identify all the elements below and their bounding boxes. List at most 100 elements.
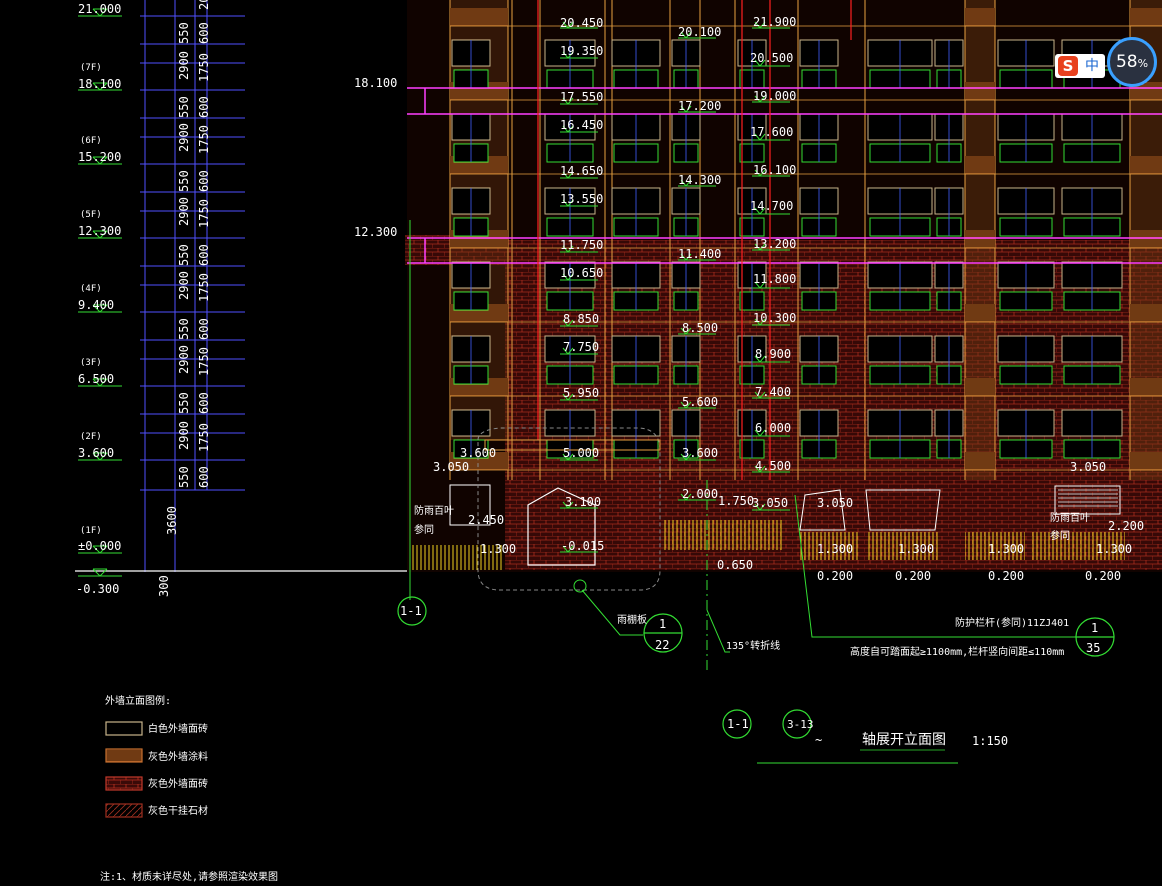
elevation-label: 3.050 xyxy=(433,460,470,474)
railing-note: 防护栏杆(参同)11ZJ401 xyxy=(955,618,1070,629)
legend-item: 灰色外墙面砖 xyxy=(148,779,208,790)
side-elevation: 18.100 xyxy=(354,76,398,90)
usage-percent: 58 xyxy=(1115,52,1138,72)
drawing-title: 轴展开立面图 xyxy=(862,732,946,748)
floor-elevation: 15.200 xyxy=(78,150,122,164)
floor-band xyxy=(450,8,508,26)
dim-text: 2900 xyxy=(177,345,191,374)
elevation-label: 11.800 xyxy=(753,272,797,286)
dim-text: 600 xyxy=(197,466,211,488)
dim-text: 2900 xyxy=(177,421,191,450)
elevation-marker xyxy=(560,319,598,327)
elevation-marker xyxy=(78,545,122,554)
elevation-label: 1.300 xyxy=(480,542,517,556)
elevation-label: 19.350 xyxy=(560,44,604,58)
floor-label: (2F) xyxy=(80,432,102,442)
elevation-label: 13.550 xyxy=(560,192,604,206)
cpu-usage-badge[interactable]: 58% xyxy=(1107,37,1157,87)
elevation-label: 11.400 xyxy=(678,247,722,261)
floor-label: (4F) xyxy=(80,284,102,294)
floor-label: (3F) xyxy=(80,358,102,368)
elevation-marker xyxy=(752,429,790,437)
elevation-marker xyxy=(560,273,598,281)
dim-text: 2900 xyxy=(177,123,191,152)
elevation-label: 3.050 xyxy=(752,496,789,510)
ime-lang-toggle[interactable]: 中 xyxy=(1085,58,1099,74)
elevation-marker xyxy=(752,503,790,511)
elevation-label: 8.850 xyxy=(563,312,600,326)
elevation-marker xyxy=(752,169,790,177)
elevation-label: 14.700 xyxy=(750,199,794,213)
louver-note: 防雨百叶 xyxy=(1050,513,1090,524)
floor-band xyxy=(965,8,995,26)
elevation-label: 4.500 xyxy=(755,459,792,473)
floor-band xyxy=(1130,8,1162,26)
elevation-label: 7.400 xyxy=(755,385,792,399)
dim-text: 550 xyxy=(177,96,191,118)
percent-sign: % xyxy=(1137,57,1149,70)
floor-band xyxy=(1130,452,1162,470)
elevation-marker xyxy=(78,304,122,313)
elevation-label: 7.750 xyxy=(563,340,600,354)
floor-band xyxy=(965,452,995,470)
dim-text: 550 xyxy=(177,244,191,266)
dim-text: 600 xyxy=(197,392,211,414)
dim-text: 300 xyxy=(157,575,171,597)
elevation-marker xyxy=(560,501,598,509)
elevation-marker xyxy=(678,327,716,335)
elevation-marker xyxy=(560,393,598,401)
floor-band xyxy=(965,378,995,396)
elevation-label: 5.000 xyxy=(563,446,600,460)
floor-label: (5F) xyxy=(80,210,102,220)
legend-note: 注:1、材质未详尽处,请参照渲染效果图 xyxy=(100,872,279,883)
elevation-label: -0.015 xyxy=(561,539,605,553)
legend-item: 白色外墙面砖 xyxy=(148,724,208,735)
elevation-marker xyxy=(78,452,122,461)
title-tilde: ~ xyxy=(815,733,823,747)
elevation-marker xyxy=(752,465,790,473)
elevation-marker xyxy=(560,171,598,179)
floor-band xyxy=(1130,304,1162,322)
floor-label: (6F) xyxy=(80,136,102,146)
elevation-marker xyxy=(560,347,598,355)
elevation-label: 14.650 xyxy=(560,164,604,178)
elevation-label: 16.450 xyxy=(560,118,604,132)
dim-text: 550 xyxy=(177,22,191,44)
elevation-label: 0.650 xyxy=(717,558,754,572)
elevation-marker xyxy=(752,133,790,141)
elevation-label: 2.450 xyxy=(468,513,505,527)
elevation-label: 5.950 xyxy=(563,386,600,400)
dim-text: 2900 xyxy=(177,51,191,80)
elevation-marker xyxy=(678,31,716,39)
dim-text: 1750 xyxy=(197,347,211,376)
elevation-marker xyxy=(560,125,598,133)
elevation-marker xyxy=(78,378,122,387)
elevation-label: 10.650 xyxy=(560,266,604,280)
ime-bar[interactable]: S 中 xyxy=(1055,54,1105,78)
side-elevation: 12.300 xyxy=(354,225,398,239)
elevation-marker xyxy=(78,82,122,91)
elevation-label: 11.750 xyxy=(560,238,604,252)
dim-text: 2900 xyxy=(177,271,191,300)
dim-text: 550 xyxy=(177,170,191,192)
floor-label: (7F) xyxy=(80,63,102,73)
elevation-marker xyxy=(752,207,790,215)
dim-text: 20 xyxy=(197,0,211,10)
floor-elevation: 12.300 xyxy=(78,224,122,238)
floor-elevation: 18.100 xyxy=(78,77,122,91)
floor-band xyxy=(1130,156,1162,174)
elevation-label: 0.200 xyxy=(895,569,932,583)
legend-item: 灰色干挂石材 xyxy=(148,806,208,817)
elevation-label: 5.600 xyxy=(682,395,719,409)
elevation-label: 21.900 xyxy=(753,15,797,29)
elevation-label: 1.750 xyxy=(718,494,755,508)
elevation-marker xyxy=(678,453,716,461)
elevation-label: 17.200 xyxy=(678,99,722,113)
dim-text: 1750 xyxy=(197,53,211,82)
floor-elevation: 21.000 xyxy=(78,2,122,16)
dim-text: 600 xyxy=(197,244,211,266)
fold-line-note: 135°转折线 xyxy=(726,641,781,652)
elevation-label: 0.200 xyxy=(817,569,854,583)
elevation-label: 19.000 xyxy=(753,89,797,103)
